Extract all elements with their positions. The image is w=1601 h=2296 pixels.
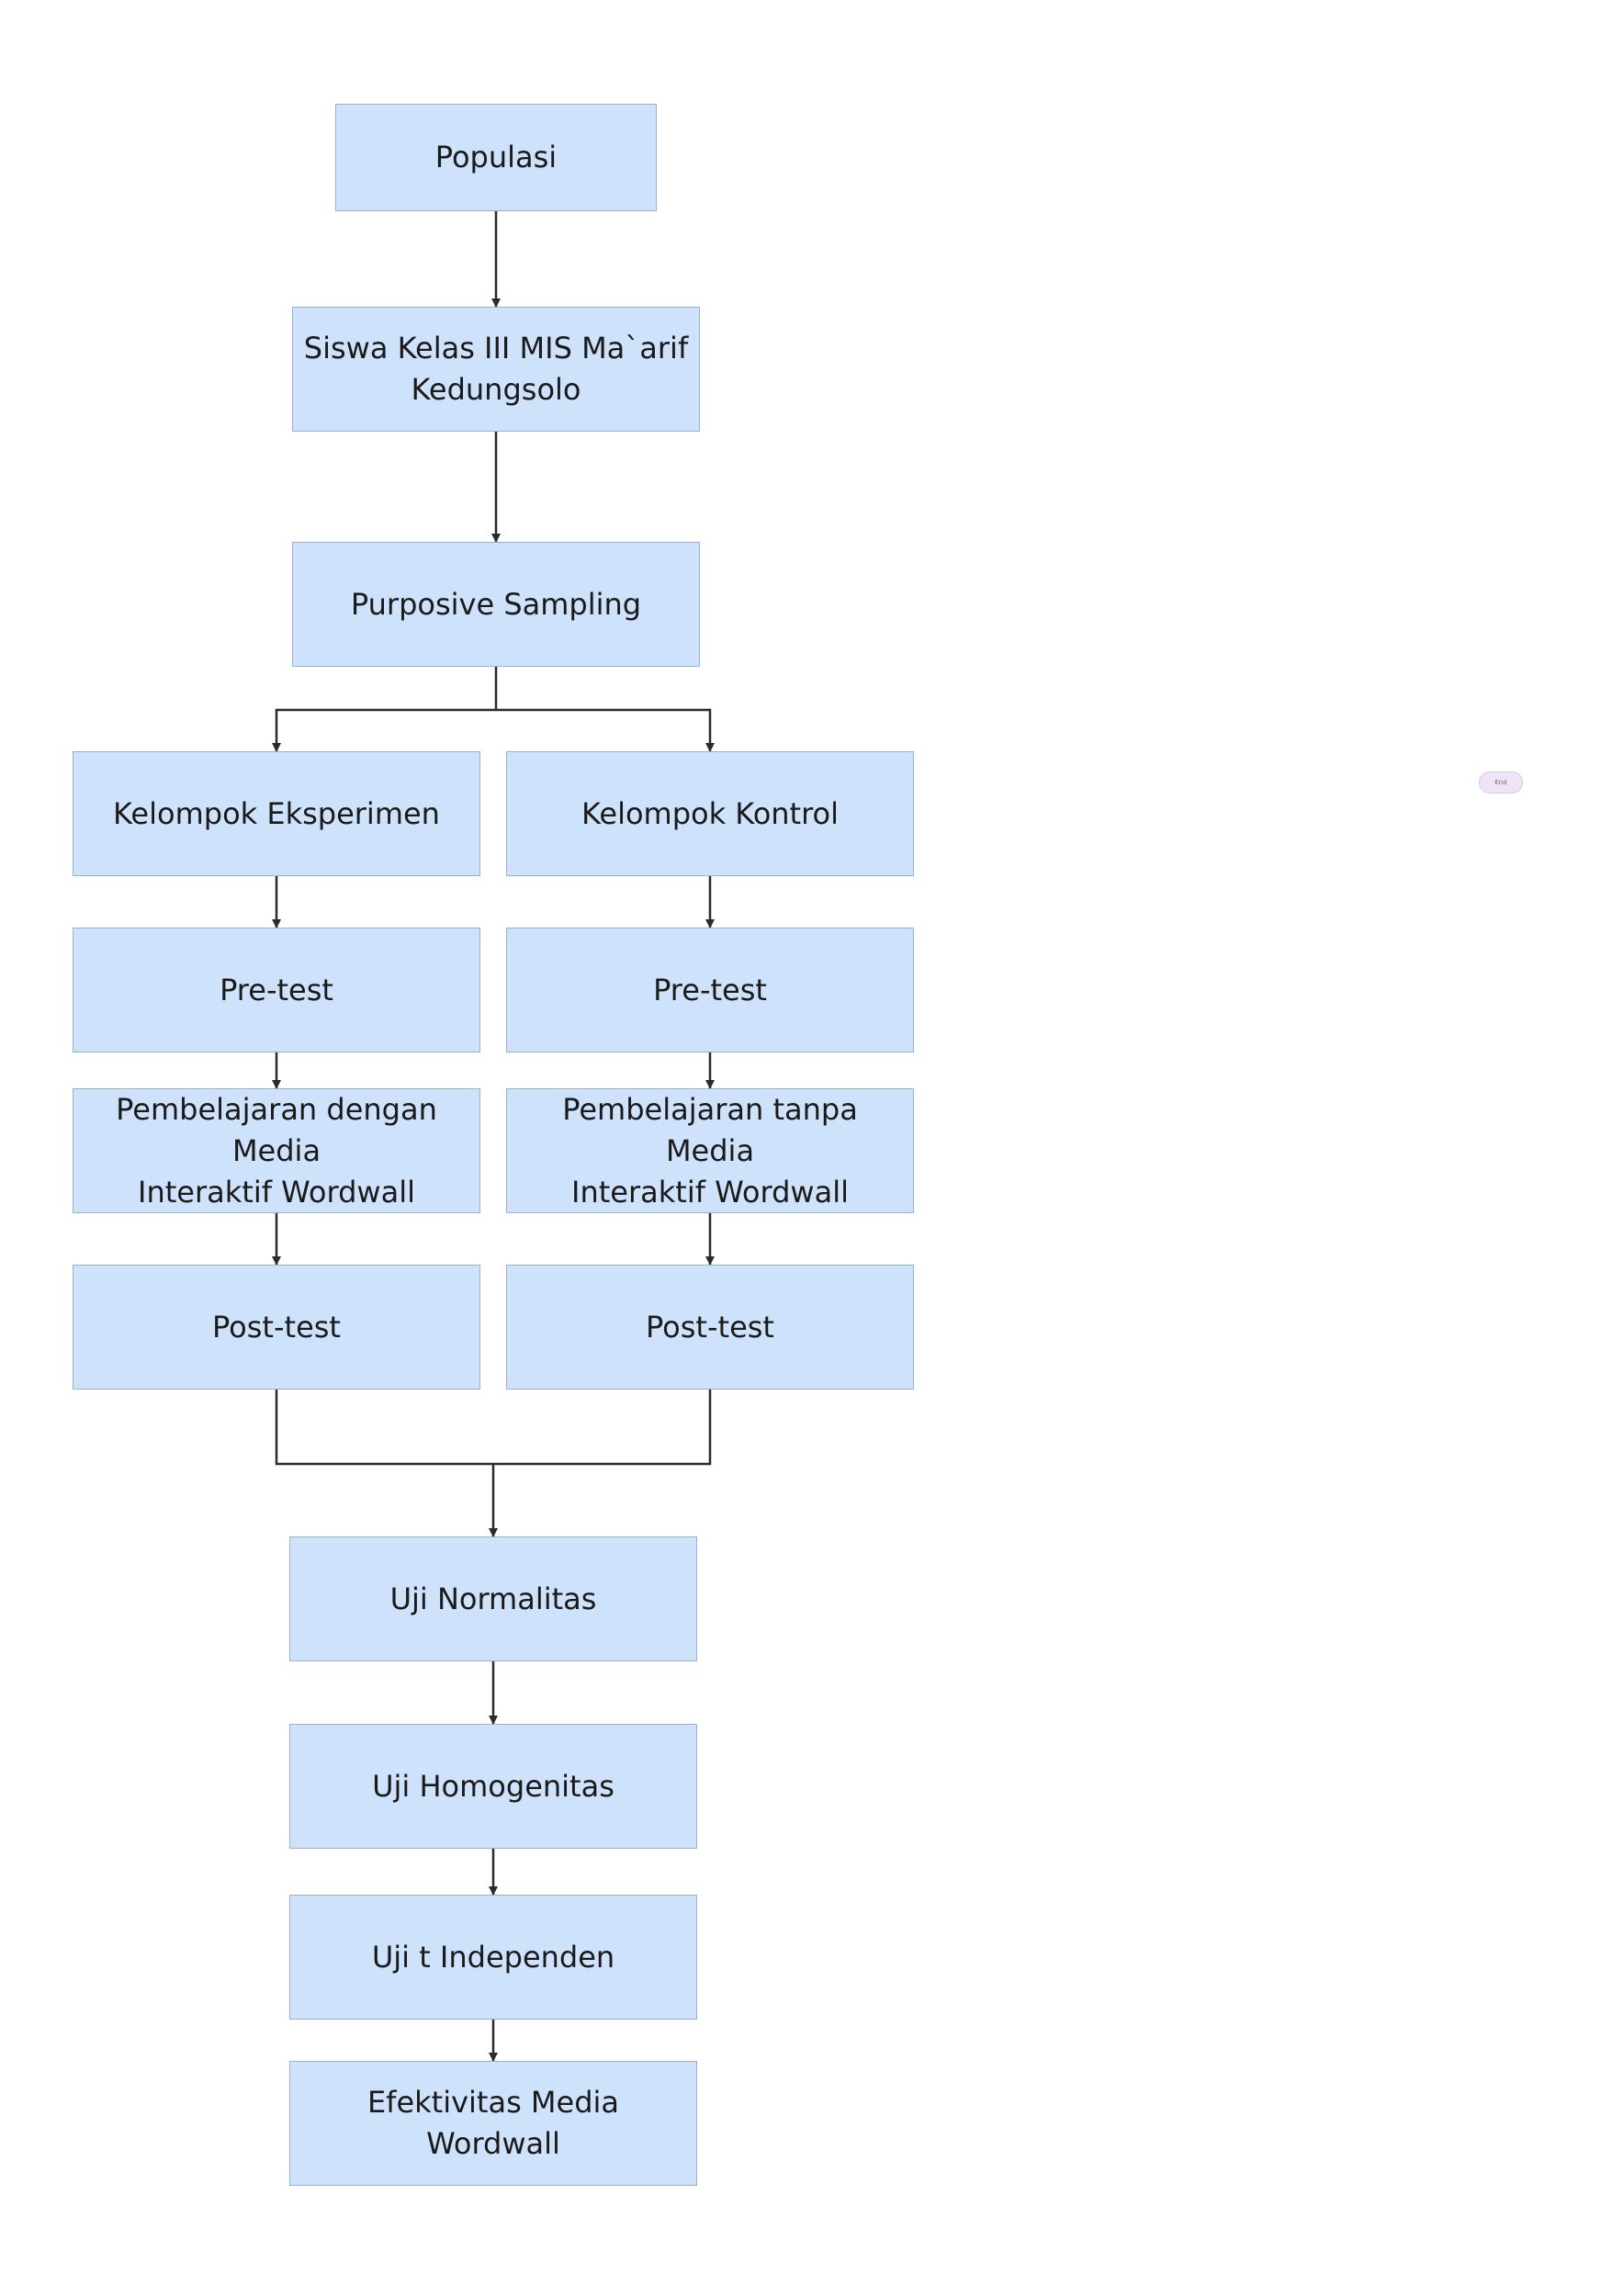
node-kelompok-kontrol-label: Kelompok Kontrol bbox=[581, 795, 840, 831]
node-pretest-kontrol-label: Pre-test bbox=[653, 972, 767, 1007]
end-node-label: End bbox=[1494, 779, 1507, 786]
edge-purposive-eksperimen bbox=[272, 667, 498, 752]
node-uji-normalitas: Uji Normalitas bbox=[289, 1536, 697, 1661]
node-posttest-eksperimen-label: Post-test bbox=[212, 1309, 341, 1345]
node-uji-homogenitas-label: Uji Homogenitas bbox=[372, 1768, 614, 1804]
node-pembelajaran-kontrol: Pembelajaran tanpa Media Interaktif Word… bbox=[506, 1088, 914, 1213]
end-node: End bbox=[1479, 771, 1523, 793]
node-posttest-kontrol-label: Post-test bbox=[646, 1309, 774, 1345]
node-uji-normalitas-label: Uji Normalitas bbox=[389, 1581, 597, 1616]
node-pretest-eksperimen-label: Pre-test bbox=[220, 972, 333, 1007]
node-pembelajaran-kontrol-label: Pembelajaran tanpa Media Interaktif Word… bbox=[562, 1091, 858, 1210]
edge-posttest-merge bbox=[275, 1390, 712, 1466]
node-efektivitas: Efektivitas Media Wordwall bbox=[289, 2061, 697, 2186]
node-kelompok-eksperimen: Kelompok Eksperimen bbox=[73, 751, 480, 876]
node-pembelajaran-eksperimen: Pembelajaran dengan Media Interaktif Wor… bbox=[73, 1088, 480, 1213]
node-posttest-kontrol: Post-test bbox=[506, 1265, 914, 1390]
node-posttest-eksperimen: Post-test bbox=[73, 1265, 480, 1390]
node-purposive-sampling: Purposive Sampling bbox=[292, 542, 700, 667]
node-pembelajaran-eksperimen-label: Pembelajaran dengan Media Interaktif Wor… bbox=[116, 1091, 437, 1210]
node-uji-homogenitas: Uji Homogenitas bbox=[289, 1724, 697, 1849]
node-uji-t-independen: Uji t Independen bbox=[289, 1895, 697, 2020]
node-siswa: Siswa Kelas III MIS Ma`arif Kedungsolo bbox=[292, 307, 700, 432]
node-populasi: Populasi bbox=[335, 104, 657, 211]
node-pretest-kontrol: Pre-test bbox=[506, 928, 914, 1052]
node-siswa-label: Siswa Kelas III MIS Ma`arif Kedungsolo bbox=[303, 331, 689, 407]
node-uji-t-independen-label: Uji t Independen bbox=[371, 1939, 615, 1975]
node-kelompok-eksperimen-label: Kelompok Eksperimen bbox=[113, 795, 440, 831]
node-purposive-sampling-label: Purposive Sampling bbox=[350, 586, 642, 622]
node-kelompok-kontrol: Kelompok Kontrol bbox=[506, 751, 914, 876]
node-pretest-eksperimen: Pre-test bbox=[73, 928, 480, 1052]
node-populasi-label: Populasi bbox=[434, 140, 558, 174]
node-efektivitas-label: Efektivitas Media Wordwall bbox=[366, 2085, 620, 2161]
edge-purposive-kontrol bbox=[496, 708, 715, 752]
